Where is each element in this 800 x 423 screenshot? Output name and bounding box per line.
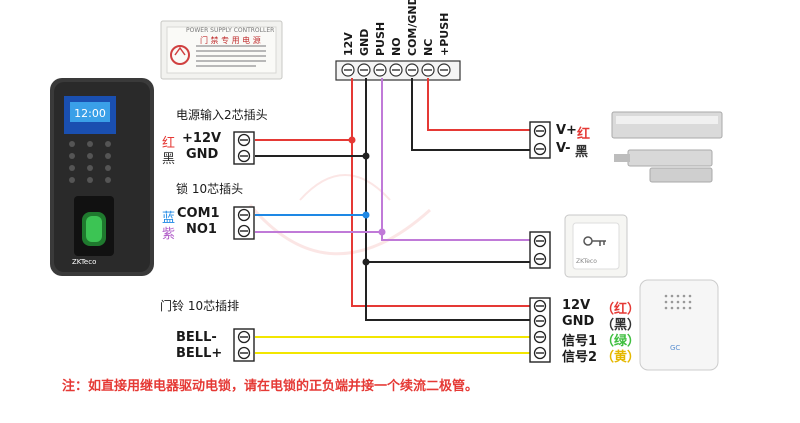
exit-button-brand: ZKTeco: [576, 258, 597, 265]
doorbell-12v-color: （红）: [601, 302, 641, 317]
lock-vplus-label: V+: [556, 123, 577, 138]
power-red-word: 红: [162, 136, 176, 151]
lock-no1-label: NO1: [186, 222, 217, 237]
doorbell-gnd-label: GND: [562, 314, 595, 329]
watermark: [248, 174, 432, 256]
doorbell-signal2-color: （黄）: [601, 350, 641, 365]
top-label-12v: 12V: [342, 32, 355, 56]
top-label-gnd: GND: [358, 28, 371, 56]
doorbell: [639, 279, 719, 371]
bottom-note: 注：如直接用继电器驱动电锁，请在电锁的正负端并接一个续流二极管。: [62, 379, 479, 394]
bell-minus-label: BELL-: [176, 330, 217, 345]
wires: [255, 78, 530, 354]
top-label-push: PUSH: [374, 21, 387, 56]
electric-bolt: [614, 149, 713, 183]
doorbell-signal1-label: 信号1: [562, 334, 598, 349]
lock-device-terminal-block: [529, 121, 551, 159]
bell-terminal-block: [233, 328, 255, 362]
top-label-nc: NC: [422, 38, 435, 56]
lock-purple-word: 紫: [162, 227, 176, 242]
exit-button: [564, 214, 628, 278]
doorbell-gnd-color: （黑）: [601, 318, 641, 333]
access-control-device: 12:00: [50, 78, 154, 276]
junction-dots: [348, 136, 386, 266]
lock-header: 锁 10芯插头: [176, 182, 244, 196]
lock-vplus-color: 红: [577, 127, 591, 142]
svg-text:12:00: 12:00: [74, 107, 106, 120]
magnetic-lock: [611, 111, 723, 139]
doorbell-brand: GC: [670, 344, 681, 352]
doorbell-signal2-label: 信号2: [562, 350, 598, 365]
power-gnd-label: GND: [186, 147, 219, 162]
power-supply-heading: POWER SUPPLY CONTROLLER: [186, 27, 275, 34]
power-supply-box: [160, 20, 283, 80]
doorbell-signal1-color: （绿）: [601, 334, 641, 349]
lock-com1-label: COM1: [177, 206, 220, 221]
top-label-plus-push: +PUSH: [438, 12, 451, 56]
doorbell-12v-label: 12V: [562, 298, 591, 313]
top-label-com-gnd: COM/GND: [406, 0, 419, 56]
doorbell-terminal-block: [529, 297, 551, 363]
bell-header: 门铃 10芯插排: [160, 299, 240, 313]
power-header: 电源输入2芯插头: [176, 108, 268, 122]
lock-terminal-block: [233, 206, 255, 240]
lock-vminus-label: V-: [556, 141, 571, 156]
power-12v-label: +12V: [182, 131, 222, 146]
power-terminal-block: [233, 131, 255, 165]
lock-blue-word: 蓝: [162, 211, 176, 226]
top-terminal-block: [335, 60, 461, 81]
bell-plus-label: BELL+: [176, 346, 223, 361]
lock-vminus-color: 黑: [575, 145, 589, 160]
power-black-word: 黑: [162, 152, 176, 167]
top-label-no: NO: [390, 37, 403, 56]
device-brand: ZKTeco: [72, 258, 97, 266]
exit-button-terminal-block: [529, 231, 551, 269]
power-supply-subheading: 门 禁 专 用 电 源: [200, 36, 261, 45]
